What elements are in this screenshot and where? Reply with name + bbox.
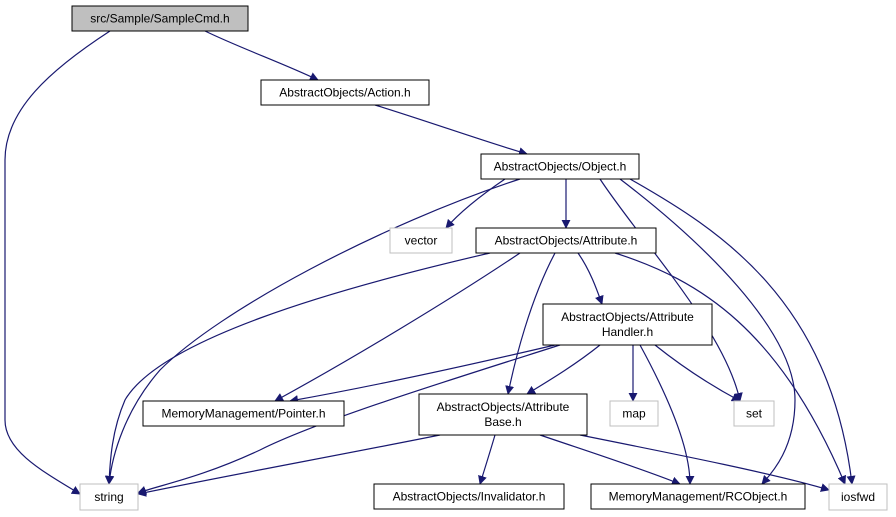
node-label-object: AbstractObjects/Object.h xyxy=(494,160,627,174)
node-string: string xyxy=(79,483,139,511)
edge-object-string xyxy=(105,178,521,485)
edge-attribute-string xyxy=(104,252,491,485)
node-label-attrbase-2: Base.h xyxy=(484,415,521,429)
edge-samplecmd-action xyxy=(204,30,319,81)
node-box-string xyxy=(79,483,139,511)
edge-object-iosfwd xyxy=(629,178,856,485)
node-label-attribute: AbstractObjects/Attribute.h xyxy=(495,234,638,248)
node-iosfwd: iosfwd xyxy=(828,483,888,511)
node-label-set: set xyxy=(746,407,763,421)
edge-attrhandler-string xyxy=(137,344,561,495)
edge-attribute-attrbase xyxy=(505,252,556,395)
node-box-pointer xyxy=(142,400,345,427)
node-pointer[interactable]: MemoryManagement/Pointer.h xyxy=(142,400,345,427)
edge-attrhandler-attrbase xyxy=(526,344,601,395)
node-invalidator[interactable]: AbstractObjects/Invalidator.h xyxy=(373,483,565,510)
node-label-samplecmd: src/Sample/SampleCmd.h xyxy=(90,12,229,26)
node-samplecmd[interactable]: src/Sample/SampleCmd.h xyxy=(71,5,249,32)
node-box-attrbase xyxy=(418,393,588,436)
edge-attrbase-iosfwd xyxy=(579,434,830,492)
node-box-action xyxy=(260,79,430,106)
edge-samplecmd-string xyxy=(4,30,111,495)
nodes-layer: src/Sample/SampleCmd.hAbstractObjects/Ac… xyxy=(71,5,888,511)
node-label-attrhandler-2: Handler.h xyxy=(602,325,653,339)
node-action[interactable]: AbstractObjects/Action.h xyxy=(260,79,430,106)
node-rcobject[interactable]: MemoryManagement/RCObject.h xyxy=(590,483,806,510)
node-label-string: string xyxy=(94,490,123,504)
node-label-attrbase-1: AbstractObjects/Attribute xyxy=(437,400,570,414)
node-box-attribute xyxy=(475,227,657,254)
node-label-map: map xyxy=(622,407,646,421)
node-box-samplecmd xyxy=(71,5,249,32)
edge-attrbase-invalidator xyxy=(478,434,496,485)
node-label-iosfwd: iosfwd xyxy=(841,490,875,504)
edge-attrbase-rcobject xyxy=(539,434,681,486)
node-map: map xyxy=(609,400,659,427)
edge-attrhandler-set xyxy=(654,344,741,402)
node-box-object xyxy=(480,153,640,180)
node-label-action: AbstractObjects/Action.h xyxy=(279,86,410,100)
node-box-iosfwd xyxy=(828,483,888,511)
node-vector: vector xyxy=(389,227,453,254)
node-object[interactable]: AbstractObjects/Object.h xyxy=(480,153,640,180)
edge-attribute-pointer xyxy=(274,252,521,402)
edge-attrhandler-rcobject xyxy=(639,344,695,485)
node-box-map xyxy=(609,400,659,427)
edge-attribute-attrhandler xyxy=(577,252,604,305)
node-box-invalidator xyxy=(373,483,565,510)
node-attribute[interactable]: AbstractObjects/Attribute.h xyxy=(475,227,657,254)
edge-attrbase-string xyxy=(137,434,441,497)
edge-attrhandler-pointer xyxy=(289,344,556,405)
node-label-pointer: MemoryManagement/Pointer.h xyxy=(161,407,325,421)
edges-layer xyxy=(4,30,856,497)
node-set: set xyxy=(733,400,775,427)
node-box-attrhandler xyxy=(542,303,713,346)
node-box-vector xyxy=(389,227,453,254)
edge-attribute-iosfwd xyxy=(614,252,846,485)
node-label-invalidator: AbstractObjects/Invalidator.h xyxy=(393,490,546,504)
edge-object-vector xyxy=(445,178,506,229)
node-label-vector: vector xyxy=(405,234,438,248)
node-box-set xyxy=(733,400,775,427)
node-label-attrhandler-1: AbstractObjects/Attribute xyxy=(561,310,694,324)
edge-object-rcobject xyxy=(619,178,796,485)
node-label-rcobject: MemoryManagement/RCObject.h xyxy=(609,490,788,504)
edge-action-object xyxy=(374,104,528,156)
edge-object-set xyxy=(599,178,743,402)
node-box-rcobject xyxy=(590,483,806,510)
